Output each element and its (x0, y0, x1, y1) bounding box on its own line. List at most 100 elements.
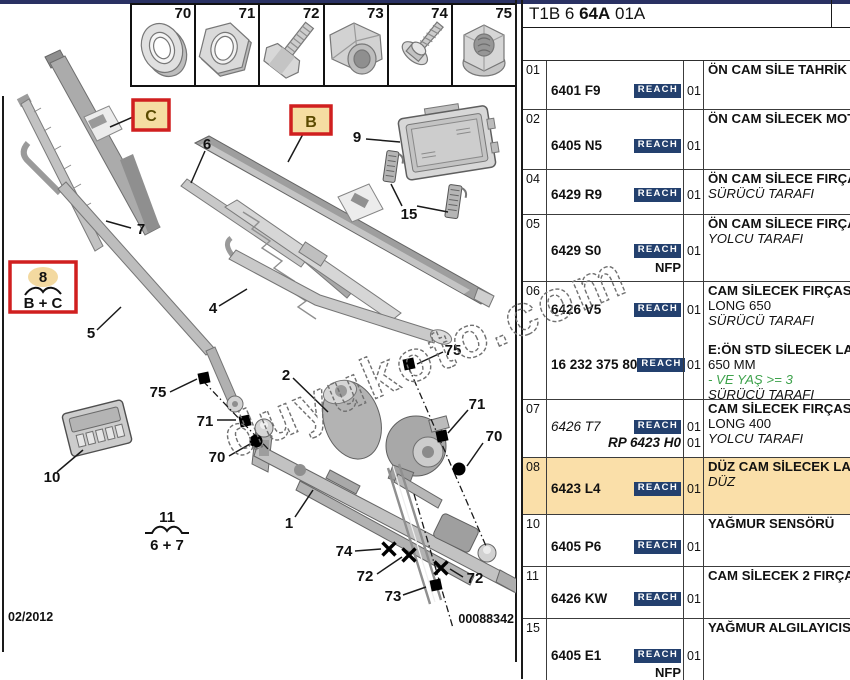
qty-value: 01 (684, 649, 704, 663)
part-number: 6401 F9 (551, 83, 601, 98)
part-cell: 6405 E1REACHNFP (546, 619, 684, 680)
callout-7: 7 (137, 221, 145, 238)
callout-70-left: 70 (209, 449, 226, 466)
desc-cell: YAĞMUR SENSÖRÜ (703, 515, 850, 566)
qty-value: 01 (684, 420, 704, 434)
group-8-sub: B + C (24, 295, 63, 312)
callout-b-letter: B (305, 114, 317, 131)
reach-badge[interactable]: REACH (634, 244, 681, 258)
table-row[interactable]: 026405 N5REACH01ÖN CAM SİLECEK MOTOR (523, 109, 850, 169)
table-row[interactable]: 156405 E1REACHNFP01YAĞMUR ALGILAYICISI M (523, 618, 850, 680)
qty-cell: 01 (683, 458, 704, 514)
group-8-number: 8 (39, 269, 47, 286)
part-cell: 6426 T7 REACHRP 6423 H0 (546, 400, 684, 457)
desc-block: YAĞMUR SENSÖRÜ (704, 516, 850, 531)
part-number: 6405 P6 (551, 539, 601, 554)
part-line: 6429 S0 REACH (551, 243, 681, 258)
qty-cell: 0101 (683, 282, 704, 399)
desc-cell: YAĞMUR ALGILAYICISI M (703, 619, 850, 680)
desc-line: SÜRÜCÜ TARAFI (704, 186, 850, 201)
table-row[interactable]: 046429 R9REACH01ÖN CAM SİLECE FIRÇA TSÜR… (523, 169, 850, 214)
desc-cell: CAM SİLECEK FIRÇASILONG 400YOLCU TARAFI (703, 400, 850, 457)
qty-value: 01 (684, 436, 704, 450)
part-line: 6426 V5 REACH (551, 302, 681, 317)
part-number: 6429 S0 (551, 243, 601, 258)
desc-line: YAĞMUR SENSÖRÜ (704, 516, 850, 531)
qty-value: 01 (684, 244, 704, 258)
reach-badge[interactable]: REACH (634, 420, 681, 434)
desc-block: YAĞMUR ALGILAYICISI M (704, 620, 850, 635)
group-11-sub: 6 + 7 (150, 537, 184, 554)
reach-badge[interactable]: REACH (634, 482, 681, 496)
group-label-11: 11 6 + 7 (145, 509, 189, 554)
part-number: 6426 V5 (551, 302, 601, 317)
reach-badge[interactable]: REACH (634, 592, 681, 606)
qty-cell: 01 (683, 619, 704, 680)
qty-value: 01 (684, 358, 704, 372)
ref-cell: 05 (523, 215, 546, 281)
callout-1: 1 (285, 515, 293, 532)
table-row[interactable]: 076426 T7REACHRP 6423 H00101CAM SİLECEK … (523, 399, 850, 457)
desc-cell: CAM SİLECEK 2 FIRÇALIK (703, 567, 850, 618)
reach-badge[interactable]: REACH (634, 649, 681, 663)
part-cell: 6429 R9 REACH (546, 170, 684, 214)
part-cell: 6423 L4REACH (546, 458, 684, 514)
callout-74: 74 (336, 543, 353, 560)
part-line: 6426 KWREACH (551, 591, 681, 606)
ref-cell: 04 (523, 170, 546, 214)
parts-table-panel: T1B 6 64A 01A 016401 F9REACH01ÖN CAM SİL… (521, 0, 850, 679)
qty-value: 01 (684, 84, 704, 98)
reach-badge[interactable]: REACH (637, 358, 684, 372)
part-line: 6405 N5REACH (551, 138, 681, 153)
reach-badge[interactable]: REACH (634, 139, 681, 153)
desc-line: CAM SİLECEK FIRÇASI (704, 401, 850, 416)
diagram-doc-number: 00088342 (430, 612, 514, 626)
reach-badge[interactable]: REACH (634, 84, 681, 98)
rain-sensor-unit (397, 98, 501, 180)
qty-cell: 01 (683, 515, 704, 566)
table-row[interactable]: 106405 P6REACH01YAĞMUR SENSÖRÜ (523, 514, 850, 566)
table-row[interactable]: 016401 F9REACH01ÖN CAM SİLE TAHRİK KO (523, 61, 850, 109)
part-line: 6405 P6 REACH (551, 539, 681, 554)
ref-cell: 01 (523, 61, 546, 109)
table-row[interactable]: 086423 L4REACH01DÜZ CAM SİLECEK LASTİDÜZ (523, 457, 850, 514)
reach-badge[interactable]: REACH (634, 303, 681, 317)
part-line: 6405 E1REACH (551, 648, 681, 663)
part-line: 6429 R9 REACH (551, 187, 681, 202)
ref-cell: 07 (523, 400, 546, 457)
desc-block: ÖN CAM SİLECE FIRÇA TSÜRÜCÜ TARAFI (704, 171, 850, 201)
qty-value: 01 (684, 482, 704, 496)
table-row[interactable]: 116426 KWREACH01CAM SİLECEK 2 FIRÇALIK (523, 566, 850, 618)
desc-block: CAM SİLECEK 2 FIRÇALIK (704, 568, 850, 583)
desc-line: - VE YAŞ >= 3 (704, 372, 850, 387)
desc-block: CAM SİLECEK FIRÇASILONG 400YOLCU TARAFI (704, 401, 850, 446)
part-cell: 6401 F9 REACH (546, 61, 684, 109)
desc-block: CAM SİLECEK FIRÇASILONG 650SÜRÜCÜ TARAFI (704, 283, 850, 328)
nfp-flag: NFP (655, 260, 681, 275)
part-line: 6426 T7 REACH (551, 419, 681, 434)
callout-70-right: 70 (486, 428, 503, 445)
desc-cell: ÖN CAM SİLE TAHRİK KO (703, 61, 850, 109)
desc-block: E:ÖN STD SİLECEK LAST650 MM- VE YAŞ >= 3… (704, 342, 850, 399)
wiper-blade-c (45, 50, 160, 235)
part-number: 6429 R9 (551, 187, 602, 202)
qty-cell: 01 (683, 110, 704, 169)
desc-cell: ÖN CAM SİLECE FIRÇA TSÜRÜCÜ TARAFI (703, 170, 850, 214)
desc-cell: DÜZ CAM SİLECEK LASTİDÜZ (703, 458, 850, 514)
part-cell: 6405 N5REACH (546, 110, 684, 169)
part-number: 16 232 375 80 (551, 357, 637, 372)
replacement-part-number: RP 6423 H0 (608, 435, 681, 450)
desc-line: YOLCU TARAFI (704, 431, 850, 446)
table-row[interactable]: 056429 S0REACHNFP01ÖN CAM SİLECE FIRÇA T… (523, 214, 850, 281)
table-row[interactable]: 066426 V5REACH16 232 375 80REACH0101CAM … (523, 281, 850, 399)
desc-line: YAĞMUR ALGILAYICISI M (704, 620, 850, 635)
callout-71-right: 71 (469, 396, 486, 413)
reach-badge[interactable]: REACH (634, 188, 681, 202)
desc-line: SÜRÜCÜ TARAFI (704, 387, 850, 399)
qty-value: 01 (684, 592, 704, 606)
callout-72-right: 72 (467, 570, 484, 587)
reach-badge[interactable]: REACH (634, 540, 681, 554)
desc-line: DÜZ CAM SİLECEK LASTİ (704, 459, 850, 474)
part-number: 6426 T7 (551, 419, 601, 434)
callout-71-left: 71 (197, 413, 214, 430)
